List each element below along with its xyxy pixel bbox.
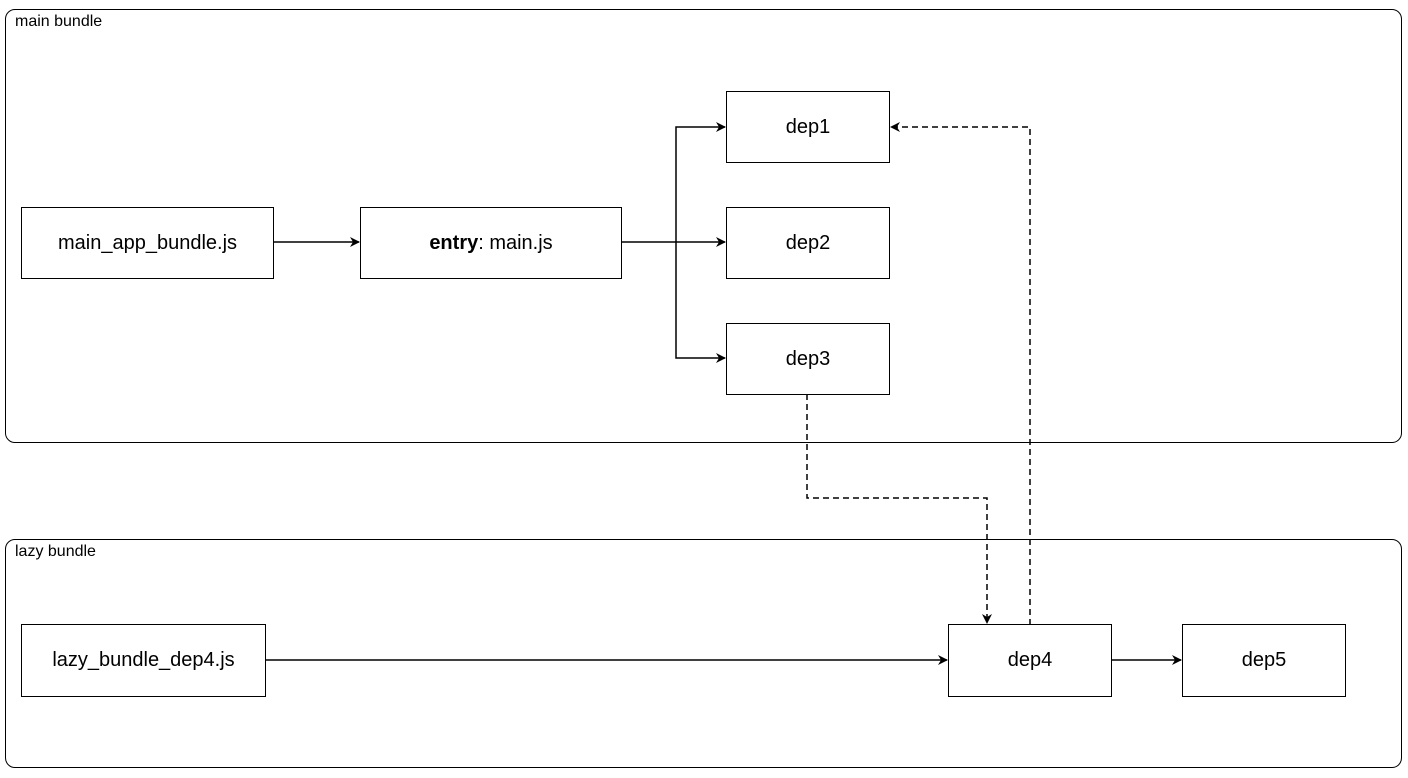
dep1-node: dep1: [726, 91, 890, 163]
dep5-node: dep5: [1182, 624, 1346, 697]
entry-main-text: entry: main.js: [429, 232, 552, 255]
dep3-text: dep3: [785, 347, 831, 370]
entry-keyword: entry: [429, 231, 479, 254]
entry-filename: : main.js: [478, 231, 553, 254]
lazy-bundle-dep4-text: lazy_bundle_dep4.js: [52, 649, 235, 671]
main-app-bundle-text: main_app_bundle.js: [57, 231, 238, 254]
dep4-text: dep4: [1007, 649, 1053, 671]
main-app-bundle-node: main_app_bundle.js: [21, 207, 274, 279]
edge-entry-to-dep1: [675, 122, 726, 242]
dep2-text: dep2: [785, 231, 831, 254]
dep5-text: dep5: [1241, 649, 1287, 671]
dep1-text: dep1: [785, 115, 831, 138]
edge-dep3-to-dep4: [806, 394, 992, 624]
dep2-node: dep2: [726, 207, 890, 279]
edge-entry-to-dep3: [675, 242, 726, 363]
dep3-node: dep3: [726, 323, 890, 395]
edge-dep4-to-dep1: [890, 122, 1031, 625]
lazy-bundle-label: lazy bundle: [15, 543, 96, 560]
dep4-node: dep4: [948, 624, 1112, 697]
main-bundle-label: main bundle: [15, 13, 103, 30]
entry-main-node: entry: main.js: [360, 207, 622, 279]
lazy-bundle-dep4-node: lazy_bundle_dep4.js: [21, 624, 266, 697]
